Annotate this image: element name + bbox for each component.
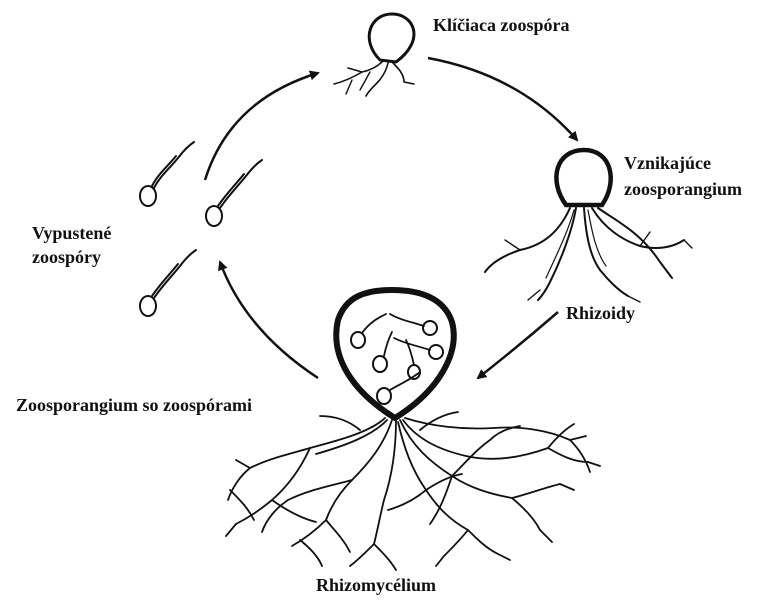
germinating-zoospore xyxy=(334,14,414,96)
rhizomycelium-network xyxy=(226,412,600,570)
arrow-to-emerging xyxy=(428,58,577,140)
label-zoosporangium-with-zoospores: Zoosporangium so zoospórami xyxy=(16,394,252,416)
label-emerging-zoosporangium-line2: zoosporangium xyxy=(624,178,742,200)
arrow-to-zoosporangium xyxy=(478,312,558,378)
zoosporangium-with-zoospores xyxy=(336,290,453,418)
arrow-to-released xyxy=(220,262,318,378)
arrow-to-germinating xyxy=(205,73,318,180)
label-emerging-zoosporangium-line1: Vznikajúce xyxy=(624,152,711,174)
label-released-zoospores-line2: zoospóry xyxy=(32,246,101,268)
label-rhizomycelium: Rhizomycélium xyxy=(316,574,436,596)
label-germinating-zoospore: Klíčiaca zoospóra xyxy=(433,14,569,36)
label-released-zoospores-line1: Vypustené xyxy=(32,222,111,244)
released-zoospores xyxy=(140,142,262,316)
label-rhizoids: Rhizoidy xyxy=(566,302,635,324)
